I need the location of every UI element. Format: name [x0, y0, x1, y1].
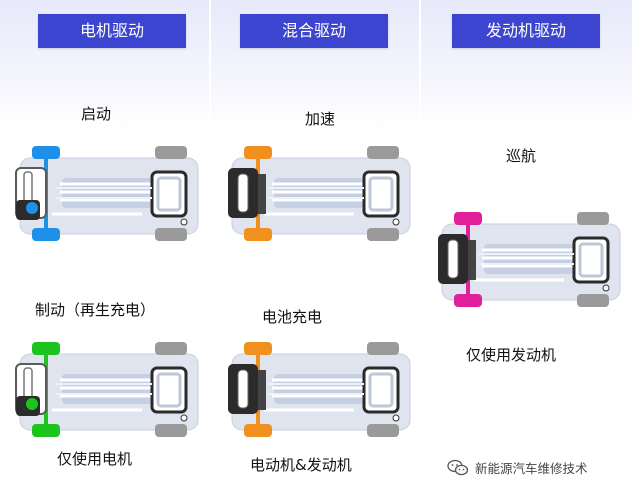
label-acceleration: 加速 — [305, 110, 336, 128]
label-start: 启动 — [81, 105, 112, 123]
header-motor-drive: 电机驱动 — [38, 14, 186, 48]
diagram-car-acceleration — [224, 144, 414, 244]
watermark-text: 新能源汽车维修技术 — [475, 461, 588, 476]
wheel-front-right — [454, 294, 482, 307]
label-motor-only: 仅使用电机 — [57, 450, 133, 468]
column-divider — [209, 0, 211, 500]
header-hybrid-drive: 混合驱动 — [240, 14, 388, 48]
wheel-front-left — [454, 212, 482, 225]
diagram-car-battery-charging — [224, 340, 414, 440]
diagram-car-start — [12, 144, 202, 244]
label-engine-only: 仅使用发动机 — [466, 346, 557, 364]
wheel-front-right — [244, 424, 272, 437]
header-engine-drive: 发动机驱动 — [452, 14, 600, 48]
wheel-front-left — [32, 146, 60, 159]
label-regen-braking: 制动（再生充电） — [35, 301, 156, 319]
column-divider — [419, 0, 421, 500]
wechat-icon — [447, 459, 469, 475]
wheel-front-right — [32, 424, 60, 437]
diagram-car-regen-braking — [12, 340, 202, 440]
label-battery-charging: 电池充电 — [262, 308, 323, 326]
wheel-front-left — [244, 342, 272, 355]
label-cruise: 巡航 — [506, 147, 537, 165]
wheel-front-left — [32, 342, 60, 355]
label-motor-and-engine: 电动机&发动机 — [250, 456, 352, 474]
diagram-car-cruise — [434, 210, 624, 310]
wheel-front-right — [32, 228, 60, 241]
wheel-front-left — [244, 146, 272, 159]
watermark: 新能源汽车维修技术 — [447, 458, 588, 477]
wheel-front-right — [244, 228, 272, 241]
